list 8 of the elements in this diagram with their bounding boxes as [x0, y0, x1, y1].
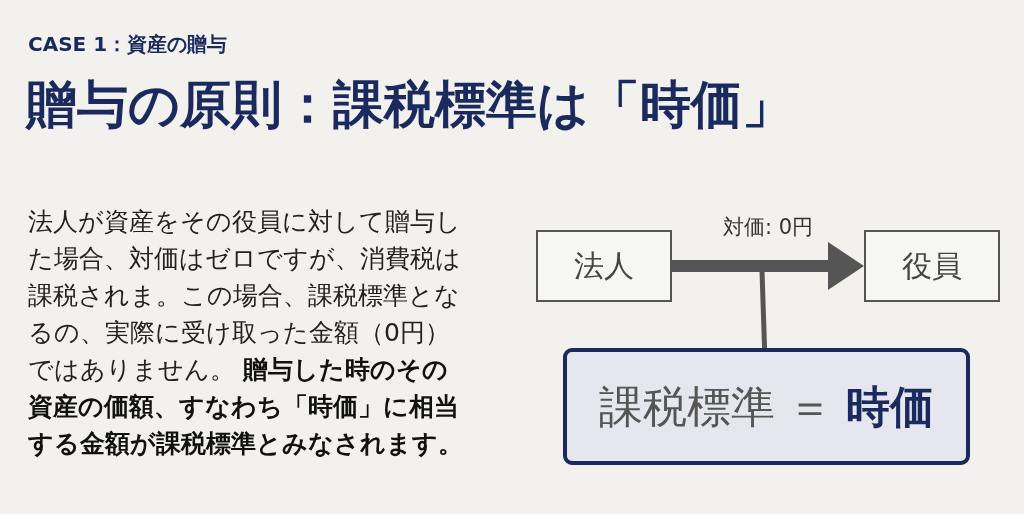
formula-box: 課税標準 ＝ 時価	[563, 348, 970, 465]
party-box: 法人	[536, 230, 672, 302]
arrow	[672, 242, 864, 290]
connector-line	[759, 270, 768, 349]
party-box: 役員	[864, 230, 1000, 302]
section-label: CASE 1：資産の贈与	[28, 31, 228, 58]
title: 贈与の原則：課税標準は「時価」	[26, 74, 793, 136]
body-paragraph: 法人が資産をその役員に対して贈与した場合、対価はゼロですが、消費税は課税されま。この場合、課税標準となるの、実際に受け取った金額（0円）ではありません。 贈与した時のその資産の価額、すなわち「時価」に相当する金額が課税標準とみなされます。	[28, 206, 464, 460]
